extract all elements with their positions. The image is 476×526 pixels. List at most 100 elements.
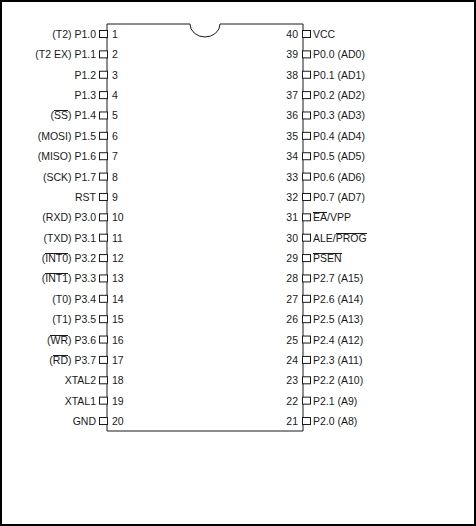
pin-label: RST (75, 191, 96, 203)
pin-number: 18 (112, 374, 124, 386)
overline (45, 253, 68, 254)
pin-number: 22 (286, 395, 298, 407)
pin-label: P2.7 (A15) (313, 272, 363, 284)
pin-label: P0.1 (AD1) (313, 69, 365, 81)
overline (45, 273, 68, 274)
pin-number: 17 (112, 354, 124, 366)
pin-label: (SCK) P1.7 (43, 171, 96, 183)
pin-stub (100, 356, 108, 363)
pin-number: 20 (112, 415, 124, 427)
pin-label: P2.2 (A10) (313, 374, 363, 386)
pin-number: 4 (112, 89, 118, 101)
overline (313, 253, 342, 254)
pin-number: 33 (286, 171, 298, 183)
pin-label: P2.5 (A13) (313, 313, 363, 325)
pin-number: 3 (112, 69, 118, 81)
pin-label: (T2 EX) P1.1 (35, 48, 96, 60)
pin-label: (MOSI) P1.5 (38, 130, 96, 142)
pin-stub (100, 377, 108, 384)
pin-label: VCC (313, 28, 335, 40)
pin-number: 37 (286, 89, 298, 101)
pin-number: 2 (112, 48, 118, 60)
pin-number: 39 (286, 48, 298, 60)
pin-stub (100, 214, 108, 221)
pin-number: 32 (286, 191, 298, 203)
pin-stub (303, 295, 311, 302)
pin-number: 23 (286, 374, 298, 386)
overline (53, 355, 68, 356)
pin-label: XTAL1 (65, 395, 96, 407)
pin-number: 11 (112, 232, 123, 244)
pin-stub (100, 234, 108, 241)
pin-number: 7 (112, 150, 118, 162)
pin-label: P0.2 (AD2) (313, 89, 365, 101)
pin-stub (303, 193, 311, 200)
pin-label: P2.3 (A11) (313, 354, 362, 366)
pin-number: 35 (286, 130, 298, 142)
pin-label: (RXD) P3.0 (42, 211, 96, 223)
pin-number: 38 (286, 69, 298, 81)
pin-number: 6 (112, 130, 118, 142)
pin-number: 12 (112, 252, 124, 264)
pin-stub (303, 214, 311, 221)
pin-stub (100, 112, 108, 119)
pin-stub (303, 336, 311, 343)
pin-number: 16 (112, 334, 124, 346)
pin-number: 25 (286, 334, 298, 346)
pin-stub (100, 193, 108, 200)
pin-label: (T2) P1.0 (52, 28, 96, 40)
pin-stub (303, 255, 311, 262)
pin-stub (303, 173, 311, 180)
pin-number: 9 (112, 191, 118, 203)
chip-outline (107, 24, 303, 431)
pin-stub (100, 132, 108, 139)
pin-stub (303, 377, 311, 384)
pin-stub (100, 418, 108, 425)
pin-number: 19 (112, 395, 124, 407)
pin-stub (100, 397, 108, 404)
pin-stubs (100, 31, 311, 425)
pin-stub (303, 397, 311, 404)
pin-label: P0.4 (AD4) (313, 130, 365, 142)
pin-stub (303, 418, 311, 425)
pin-stub (100, 295, 108, 302)
pin-number: 30 (286, 232, 298, 244)
pin-stub (303, 71, 311, 78)
overline (54, 110, 68, 111)
pin-number: 1 (112, 28, 118, 40)
pin-number: 36 (286, 109, 298, 121)
pin-number: 40 (286, 28, 298, 40)
pin-label: P2.1 (A9) (313, 395, 357, 407)
pin-stub (303, 51, 311, 58)
pin-stub (100, 173, 108, 180)
pin-label: P2.4 (A12) (313, 334, 363, 346)
pin-number: 28 (286, 272, 298, 284)
pin-stub (100, 255, 108, 262)
pin-number: 14 (112, 293, 124, 305)
pin-number: 34 (286, 150, 298, 162)
pin-label: P0.6 (AD6) (313, 171, 365, 183)
pin-stub (100, 316, 108, 323)
pin-number: 10 (112, 211, 124, 223)
pin-stub (303, 275, 311, 282)
pin-stub (303, 31, 311, 38)
pin-stub (100, 92, 108, 99)
pin-label: XTAL2 (65, 374, 96, 386)
pin-label: (T1) P3.5 (52, 313, 96, 325)
pin-number: 13 (112, 272, 124, 284)
pin-number: 24 (286, 354, 298, 366)
pin-label: P1.2 (74, 69, 96, 81)
pin-number: 21 (286, 415, 298, 427)
pin-stub (100, 153, 108, 160)
pin-stub (100, 31, 108, 38)
pin-label: P2.6 (A14) (313, 293, 363, 305)
pin-label: (T0) P3.4 (52, 293, 96, 305)
pin-label: GND (73, 415, 96, 427)
pin-stub (303, 234, 311, 241)
pin-stub (303, 132, 311, 139)
pin-label: P0.7 (AD7) (313, 191, 365, 203)
pin-label: P0.0 (AD0) (313, 48, 365, 60)
pin-stub (303, 153, 311, 160)
pin-stub (303, 92, 311, 99)
